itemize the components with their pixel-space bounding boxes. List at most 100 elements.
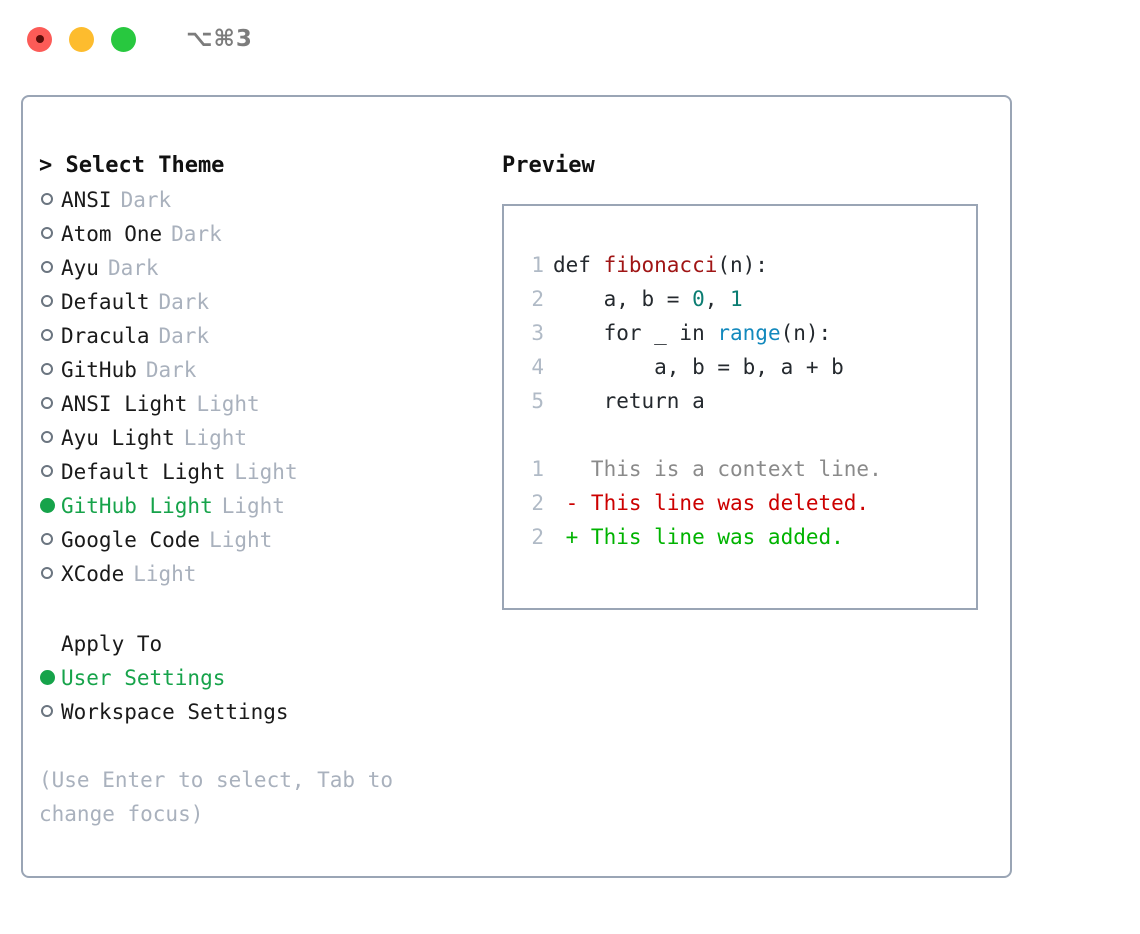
theme-option-badge: Dark xyxy=(120,188,172,212)
theme-option-label: Atom One xyxy=(61,222,163,246)
window-controls xyxy=(27,26,136,52)
radio-glyph xyxy=(41,295,53,307)
theme-option-label: ANSI xyxy=(61,188,112,212)
section-gap xyxy=(39,591,479,627)
code-token: fibonacci xyxy=(603,253,718,277)
code-line-number: 2 xyxy=(531,287,544,311)
theme-option-5[interactable]: GitHub Dark xyxy=(39,353,479,387)
code-token: 0 xyxy=(692,287,705,311)
select-theme-heading: > Select Theme xyxy=(39,153,225,178)
code-token: for _ in xyxy=(553,321,718,345)
code-token: (n): xyxy=(717,253,768,277)
theme-option-label: Ayu xyxy=(61,256,99,280)
theme-option-badge: Light xyxy=(209,528,273,552)
theme-option-label: Default Light xyxy=(61,460,226,484)
minimize-button[interactable] xyxy=(69,26,94,52)
code-token: def xyxy=(553,253,604,277)
marker-spacer xyxy=(39,627,61,661)
keyboard-shortcut-label: ⌥⌘3 xyxy=(186,26,253,52)
radio-glyph xyxy=(41,363,53,375)
code-line-number: 4 xyxy=(531,355,544,379)
theme-option-2[interactable]: Ayu Dark xyxy=(39,251,479,285)
theme-option-badge: Dark xyxy=(158,324,210,348)
radio-glyph xyxy=(40,670,55,685)
code-token: a, b = xyxy=(553,287,693,311)
close-button[interactable] xyxy=(27,26,52,52)
diff-snippet: 1 This is a context line.2 - This line w… xyxy=(520,452,968,554)
theme-option-3[interactable]: Default Dark xyxy=(39,285,479,319)
code-line-content: for _ in range(n): xyxy=(553,316,832,350)
code-token: a, b = b, a + b xyxy=(553,355,844,379)
theme-option-label: GitHub xyxy=(61,358,137,382)
maximize-button[interactable] xyxy=(111,26,136,52)
radio-glyph xyxy=(40,498,55,513)
radio-glyph xyxy=(41,193,53,205)
code-line-content: a, b = b, a + b xyxy=(553,350,844,384)
code-token: (n): xyxy=(780,321,832,345)
theme-option-label: GitHub Light xyxy=(61,494,213,518)
diff-line-number: 1 xyxy=(531,457,544,481)
code-line-2: 3 for _ in range(n): xyxy=(520,316,968,350)
radio-glyph xyxy=(41,533,53,545)
keyboard-hint-text: (Use Enter to select, Tab to change focu… xyxy=(39,768,406,826)
theme-option-badge: Light xyxy=(234,460,298,484)
apply-to-label: Apply To xyxy=(61,632,163,656)
theme-option-11[interactable]: XCode Light xyxy=(39,557,479,591)
code-line-number: 5 xyxy=(531,389,544,413)
radio-glyph xyxy=(41,567,53,579)
theme-option-badge: Dark xyxy=(107,256,159,280)
code-line-number: 1 xyxy=(531,253,544,277)
theme-option-label: Ayu Light xyxy=(61,426,175,450)
code-token: , xyxy=(704,287,731,311)
theme-option-badge: Dark xyxy=(145,358,197,382)
radio-glyph xyxy=(41,261,53,273)
diff-line-number: 2 xyxy=(531,525,544,549)
diff-line-number: 2 xyxy=(531,491,544,515)
apply-option-0[interactable]: User Settings xyxy=(39,661,479,695)
theme-option-label: Default xyxy=(61,290,150,314)
diff-line-content: This is a context line. xyxy=(553,457,882,481)
diff-line-2: 2 + This line was added. xyxy=(520,520,968,554)
code-token: range xyxy=(717,321,781,345)
diff-line-1: 2 - This line was deleted. xyxy=(520,486,968,520)
theme-option-label: XCode xyxy=(61,562,125,586)
diff-line-content: - This line was deleted. xyxy=(553,491,870,515)
title-bar: ⌥⌘3 xyxy=(0,0,1140,78)
radio-glyph xyxy=(41,227,53,239)
radio-glyph xyxy=(41,705,53,717)
code-line-0: 1 def fibonacci(n): xyxy=(520,248,968,282)
diff-line-0: 1 This is a context line. xyxy=(520,452,968,486)
theme-option-badge: Dark xyxy=(158,290,210,314)
code-line-number: 3 xyxy=(531,321,544,345)
theme-option-badge: Light xyxy=(196,392,260,416)
apply-to-heading: Apply To xyxy=(39,627,479,661)
theme-option-0[interactable]: ANSI Dark xyxy=(39,183,479,217)
radio-glyph xyxy=(41,329,53,341)
theme-option-label: ANSI Light xyxy=(61,392,188,416)
theme-option-badge: Light xyxy=(133,562,197,586)
apply-option-label: Workspace Settings xyxy=(61,700,289,724)
theme-option-8[interactable]: Default Light Light xyxy=(39,455,479,489)
apply-option-label: User Settings xyxy=(61,666,226,690)
theme-option-badge: Dark xyxy=(171,222,222,246)
theme-option-1[interactable]: Atom One Dark xyxy=(39,217,479,251)
code-line-content: def fibonacci(n): xyxy=(553,248,768,282)
apply-option-1[interactable]: Workspace Settings xyxy=(39,695,479,729)
code-line-content: a, b = 0, 1 xyxy=(553,282,743,316)
theme-option-6[interactable]: ANSI Light Light xyxy=(39,387,479,421)
radio-glyph xyxy=(41,431,53,443)
code-line-1: 2 a, b = 0, 1 xyxy=(520,282,968,316)
radio-glyph xyxy=(41,465,53,477)
theme-option-4[interactable]: Dracula Dark xyxy=(39,319,479,353)
theme-option-label: Dracula xyxy=(61,324,150,348)
